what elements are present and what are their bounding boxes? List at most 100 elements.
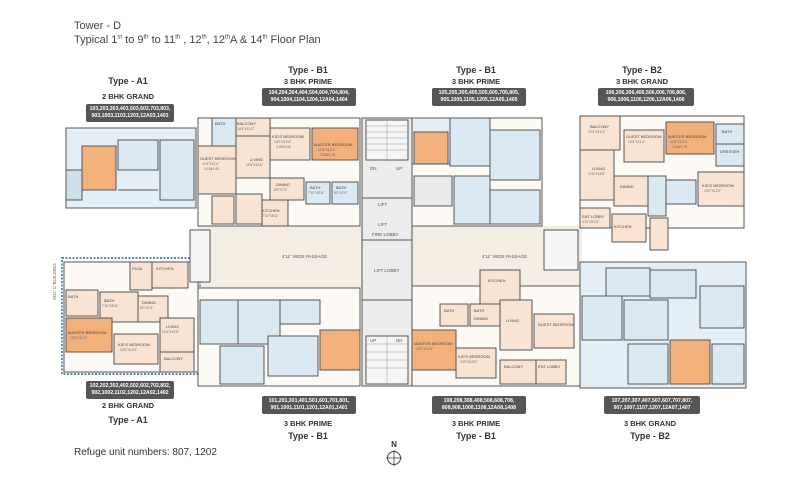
svg-text:3.20x3.75: 3.20x3.75 bbox=[320, 153, 335, 157]
svg-text:ENT LOBBY: ENT LOBBY bbox=[582, 214, 605, 219]
unit-a1-top-numbers: 103,203,303,403,503,603,703,803, 903,100… bbox=[86, 104, 174, 122]
stair-up-top: UP bbox=[396, 166, 402, 171]
svg-text:10'4"X11'4": 10'4"X11'4" bbox=[202, 162, 220, 166]
unit-b1-bottom-right-type: Type - B1 bbox=[456, 431, 496, 441]
unit-a1-top-plan bbox=[65, 127, 197, 209]
svg-text:BATH: BATH bbox=[310, 185, 320, 190]
plan-title: Typical 1st to 9th to 11th , 12th, 12thA… bbox=[74, 34, 321, 46]
svg-text:PUJA: PUJA bbox=[132, 266, 143, 271]
svg-text:BATH: BATH bbox=[215, 121, 225, 126]
unit-b1-bottom-right-numbers: 108,208,308,408,508,608,708, 808,908,100… bbox=[432, 396, 526, 414]
lift-lobby-label: LIFT LOBBY bbox=[374, 268, 399, 273]
unit-b1-top-right-type: Type - B1 bbox=[456, 65, 496, 75]
unit-a1-bottom-plan bbox=[63, 261, 199, 373]
svg-text:3.15x3.45: 3.15x3.45 bbox=[204, 167, 219, 171]
svg-text:MASTER BEDROOM: MASTER BEDROOM bbox=[414, 341, 452, 346]
svg-text:10'4"X12'4": 10'4"X12'4" bbox=[318, 148, 336, 152]
unit-a1-top-name: 2 BHK GRAND bbox=[101, 92, 155, 101]
svg-text:BALCONY: BALCONY bbox=[590, 124, 609, 129]
svg-text:BALCONY: BALCONY bbox=[504, 364, 523, 369]
svg-text:KITCHEN: KITCHEN bbox=[614, 224, 632, 229]
svg-text:GUEST BEDROOM: GUEST BEDROOM bbox=[200, 156, 236, 161]
svg-text:4'11"X5'10": 4'11"X5'10" bbox=[582, 220, 600, 224]
unit-b1-top-left-plan bbox=[197, 117, 361, 227]
svg-text:10'0"X12'0": 10'0"X12'0" bbox=[274, 140, 292, 144]
fire-lobby-label: FIRE LOBBY bbox=[372, 232, 399, 237]
svg-text:11'6"X14'6": 11'6"X14'6" bbox=[162, 330, 180, 334]
unit-b1-bottom-right-name: 3 BHK PRIME bbox=[451, 419, 501, 428]
svg-text:MASTER BEDROOM: MASTER BEDROOM bbox=[68, 330, 106, 335]
svg-text:10'0"X12'0": 10'0"X12'0" bbox=[460, 360, 478, 364]
unit-b1-top-left-type: Type - B1 bbox=[288, 65, 328, 75]
svg-text:10'0"X12'0": 10'0"X12'0" bbox=[120, 348, 138, 352]
svg-text:LIVING: LIVING bbox=[166, 324, 179, 329]
svg-text:DINING: DINING bbox=[474, 316, 488, 321]
svg-text:8'0"X7'4": 8'0"X7'4" bbox=[140, 306, 154, 310]
svg-text:LIVING: LIVING bbox=[250, 157, 263, 162]
unit-b2-top-name: 3 BHK GRAND bbox=[615, 77, 669, 86]
svg-text:10'4"X11'4": 10'4"X11'4" bbox=[588, 130, 606, 134]
svg-text:BATH: BATH bbox=[68, 294, 78, 299]
svg-text:BATH: BATH bbox=[104, 298, 114, 303]
refuge-note: Refuge unit numbers: 807, 1202 bbox=[74, 447, 217, 458]
unit-b1-top-right-plan bbox=[411, 117, 543, 227]
svg-text:12'6"X12'4": 12'6"X12'4" bbox=[70, 336, 88, 340]
unit-b1-top-right-name: 3 BHK PRIME bbox=[451, 77, 501, 86]
svg-text:11'6"X14'6": 11'6"X14'6" bbox=[588, 172, 606, 176]
unit-b1-bottom-right-plan bbox=[411, 269, 581, 387]
lift-label-2: LIFT bbox=[378, 222, 388, 227]
stair-dn-top: DN bbox=[370, 166, 377, 171]
svg-text:ENT LOBBY: ENT LOBBY bbox=[538, 364, 561, 369]
svg-text:7'10"X8'11": 7'10"X8'11" bbox=[308, 191, 326, 195]
svg-text:DRESSER: DRESSER bbox=[720, 149, 739, 154]
svg-text:MASTER BEDROOM: MASTER BEDROOM bbox=[668, 134, 706, 139]
svg-text:3.80x3.75: 3.80x3.75 bbox=[672, 145, 687, 149]
svg-text:KID'S BEDROOM: KID'S BEDROOM bbox=[458, 354, 490, 359]
compass-icon bbox=[386, 450, 402, 466]
svg-text:DINING: DINING bbox=[276, 182, 290, 187]
unit-a1-bottom-type: Type - A1 bbox=[108, 415, 148, 425]
svg-text:KITCHEN: KITCHEN bbox=[156, 266, 174, 271]
svg-text:8'0"X7'4": 8'0"X7'4" bbox=[334, 191, 348, 195]
svg-text:BATH: BATH bbox=[474, 308, 484, 313]
svg-text:10'0"X12'0": 10'0"X12'0" bbox=[704, 189, 722, 193]
svg-text:10'4"X11'4": 10'4"X11'4" bbox=[628, 140, 646, 144]
svg-text:LIVING: LIVING bbox=[506, 318, 519, 323]
unit-b1-top-right-numbers: 105,205,305,405,505,605,705,805, 905,100… bbox=[432, 88, 526, 106]
svg-text:10'4"X12'4": 10'4"X12'4" bbox=[416, 347, 434, 351]
unit-b1-top-left-name: 3 BHK PRIME bbox=[283, 77, 333, 86]
north-label: N bbox=[391, 440, 397, 449]
svg-text:KID'S BEDROOM: KID'S BEDROOM bbox=[702, 183, 734, 188]
unit-a1-top-type: Type - A1 bbox=[108, 76, 148, 86]
svg-text:11'6"X14'6": 11'6"X14'6" bbox=[246, 163, 264, 167]
tower-label: Tower - D bbox=[74, 20, 122, 32]
unit-b1-top-left-numbers: 104,204,304,404,504,604,704,804, 904,100… bbox=[262, 88, 356, 106]
unit-b1-bottom-left-type: Type - B1 bbox=[288, 431, 328, 441]
unit-b1-bottom-left-numbers: 101,201,301,401,501,601,701,801, 901,100… bbox=[262, 396, 356, 414]
unit-b2-bottom-numbers: 107,207,307,407,507,607,707,807, 907,100… bbox=[604, 396, 700, 414]
svg-text:7'10"X8'11": 7'10"X8'11" bbox=[102, 304, 120, 308]
unit-a1-bottom-numbers: 102,202,302,402,502,602,702,802, 902,100… bbox=[86, 381, 174, 399]
unit-b2-top-numbers: 106,206,306,406,506,606,706,806, 906,100… bbox=[598, 88, 694, 106]
svg-text:GUEST BEDROOM: GUEST BEDROOM bbox=[538, 322, 574, 327]
svg-text:KID'S BEDROOM: KID'S BEDROOM bbox=[272, 134, 304, 139]
unit-a1-bottom-name: 2 BHK GRAND bbox=[101, 401, 155, 410]
room-label-balcony-b1: BALCONY bbox=[237, 121, 256, 126]
unit-b2-top-type: Type - B2 bbox=[622, 65, 662, 75]
svg-text:KITCHEN: KITCHEN bbox=[488, 278, 506, 283]
svg-text:BATH: BATH bbox=[336, 185, 346, 190]
unit-b1-bottom-left-name: 3 BHK PRIME bbox=[283, 419, 333, 428]
unit-b2-bottom-name: 3 BHK GRAND bbox=[623, 419, 677, 428]
north-compass: N bbox=[384, 440, 404, 466]
svg-text:8'0"X7'4": 8'0"X7'4" bbox=[274, 188, 288, 192]
lift-label-1: LIFT bbox=[378, 202, 388, 207]
svg-text:BALCONY: BALCONY bbox=[164, 356, 183, 361]
svg-text:GUEST BEDROOM: GUEST BEDROOM bbox=[626, 134, 662, 139]
svg-text:KITCHEN: KITCHEN bbox=[262, 208, 280, 213]
svg-text:7'10"X8'11": 7'10"X8'11" bbox=[262, 214, 280, 218]
svg-text:12'6"X12'4": 12'6"X12'4" bbox=[670, 140, 688, 144]
unit-b2-bottom-plan bbox=[579, 261, 747, 389]
stair-dn-bottom: DN bbox=[396, 338, 403, 343]
svg-text:10'4"X11'4": 10'4"X11'4" bbox=[237, 127, 255, 131]
